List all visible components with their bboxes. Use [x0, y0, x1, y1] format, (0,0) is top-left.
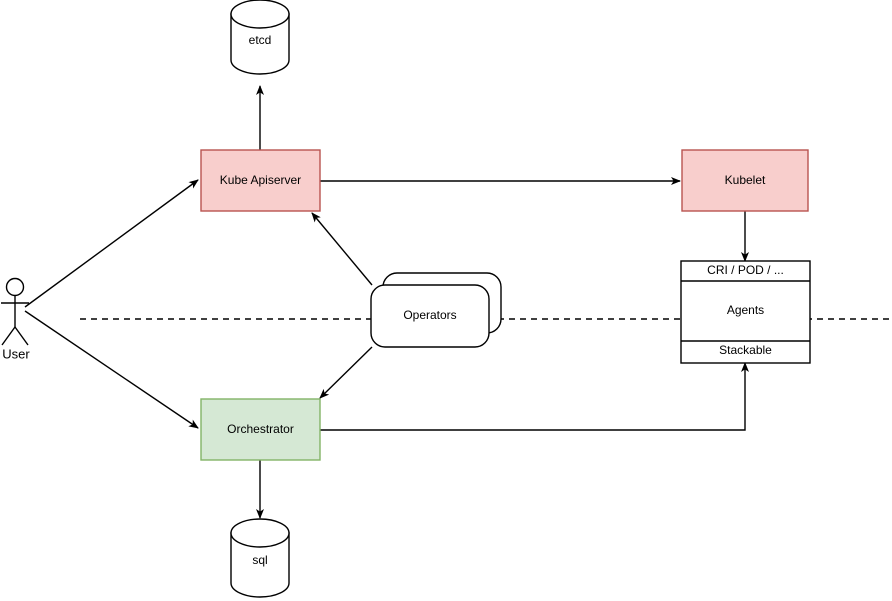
kube-apiserver-label: Kube Apiserver — [220, 173, 301, 187]
edge-user-to-apiserver — [24, 179, 199, 308]
user-right-leg-line — [14, 326, 29, 346]
user-head-icon — [5, 277, 25, 297]
node-etcd[interactable]: etcd — [230, 0, 290, 75]
kubelet-box — [681, 149, 809, 212]
edge-operators-to-apiserver — [311, 212, 373, 286]
node-kubelet[interactable]: Kubelet — [681, 149, 809, 212]
orchestrator-label: Orchestrator — [227, 422, 294, 436]
cri-pod-label: CRI / POD / ... — [707, 263, 784, 277]
kube-apiserver-box — [200, 149, 321, 212]
etcd-label: etcd — [249, 33, 272, 47]
sql-label: sql — [252, 553, 267, 567]
node-sql[interactable]: sql — [230, 518, 290, 598]
user-label: User — [2, 346, 30, 361]
user-left-leg-line — [1, 326, 16, 346]
node-operators[interactable]: Operators — [370, 272, 502, 348]
kubelet-label: Kubelet — [725, 173, 766, 187]
node-kube-apiserver[interactable]: Kube Apiserver — [200, 149, 321, 212]
agents-label: Agents — [727, 303, 764, 317]
operators-front-card — [370, 284, 490, 348]
sql-cylinder-top — [230, 518, 290, 548]
agents-stack-outer-box — [680, 260, 811, 364]
sql-cylinder-body — [230, 532, 290, 598]
stackable-label: Stackable — [719, 343, 772, 357]
edge-operators-to-orchestrator — [319, 346, 373, 399]
edge-user-to-orchestrator — [24, 310, 199, 429]
edge-layer — [24, 85, 749, 519]
etcd-cylinder-top — [230, 0, 290, 29]
node-user-actor[interactable]: User — [1, 277, 30, 362]
edge-orchestrator-to-stackable — [320, 362, 749, 431]
node-orchestrator[interactable]: Orchestrator — [200, 398, 321, 461]
operators-label: Operators — [403, 308, 456, 322]
node-agents-stack[interactable]: CRI / POD / ... Agents Stackable — [680, 260, 811, 364]
orchestrator-box — [200, 398, 321, 461]
etcd-cylinder-body — [230, 13, 290, 75]
